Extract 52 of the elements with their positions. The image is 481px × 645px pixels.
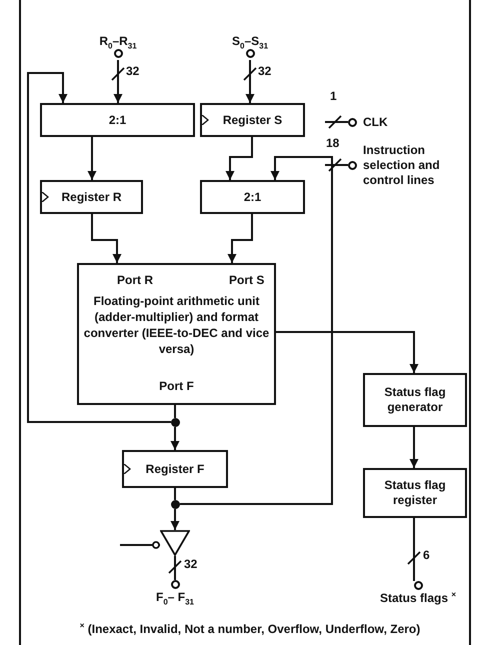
arrow	[246, 60, 254, 103]
arrow	[228, 214, 253, 263]
pin-label: S$_{0}$–S$_{31}$	[232, 33, 268, 49]
bus-width-label: 32	[183, 558, 198, 571]
arrow	[91, 214, 122, 263]
register-box	[40, 180, 143, 214]
footnote: $^{×}$ (Inexact, Invalid, Not a number, Overflow, Underflow, Zero)	[78, 622, 422, 636]
multiplexer-box	[200, 180, 305, 214]
generator-box	[363, 373, 467, 427]
bus-width-label: 32	[125, 65, 140, 78]
arrow	[27, 72, 171, 423]
arrow	[410, 427, 418, 468]
connector-line	[325, 121, 348, 123]
connector-line	[174, 488, 176, 500]
box-label: Register F	[144, 462, 206, 476]
connector-line	[325, 164, 348, 166]
arrow	[88, 137, 96, 180]
pin-label: R$_{0}$–R$_{31}$	[99, 33, 137, 49]
box-label: Status flag register	[383, 478, 447, 508]
bus-width-label: 18	[325, 137, 340, 150]
register-box	[200, 103, 305, 137]
arrow	[276, 331, 418, 373]
bus-width-label: 1	[329, 90, 338, 103]
connector-line	[174, 405, 176, 418]
box-label: Register R	[60, 190, 123, 204]
junction-dot	[171, 500, 180, 509]
connector-line	[413, 518, 415, 581]
box-label: 2:1	[108, 112, 128, 128]
bus-width-label: 32	[257, 65, 272, 78]
register-box	[122, 450, 228, 488]
junction-dot	[171, 418, 180, 427]
box-label: 2:1	[242, 190, 262, 204]
register-box	[363, 468, 467, 518]
box-label: Register S	[222, 112, 284, 128]
pin-label: Instruction selection and control lines	[363, 142, 441, 188]
connector-line	[174, 556, 176, 580]
box-label: Port S	[229, 273, 264, 288]
bus-width-label: 6	[422, 549, 431, 562]
box-label: Port F	[158, 378, 195, 394]
arrow	[180, 156, 333, 505]
multiplexer-box	[40, 103, 195, 137]
box-label: Floating-point arithmetic unit (adder-multiplier) and format converter (IEEE-to-DEC and vice versa)	[82, 293, 270, 357]
pin-label: Status flags $^{×}$	[380, 590, 456, 607]
box-label: Status flag generator	[383, 385, 447, 415]
arrow	[170, 509, 180, 530]
arrow	[114, 60, 122, 103]
pin-label: F$_{0}$– F$_{31}$	[156, 589, 194, 606]
arrow	[226, 137, 253, 180]
box-label: Port R	[117, 273, 153, 288]
arrow	[170, 427, 180, 450]
arithmetic-unit-box	[77, 263, 276, 405]
pin-label: CLK	[363, 115, 388, 130]
